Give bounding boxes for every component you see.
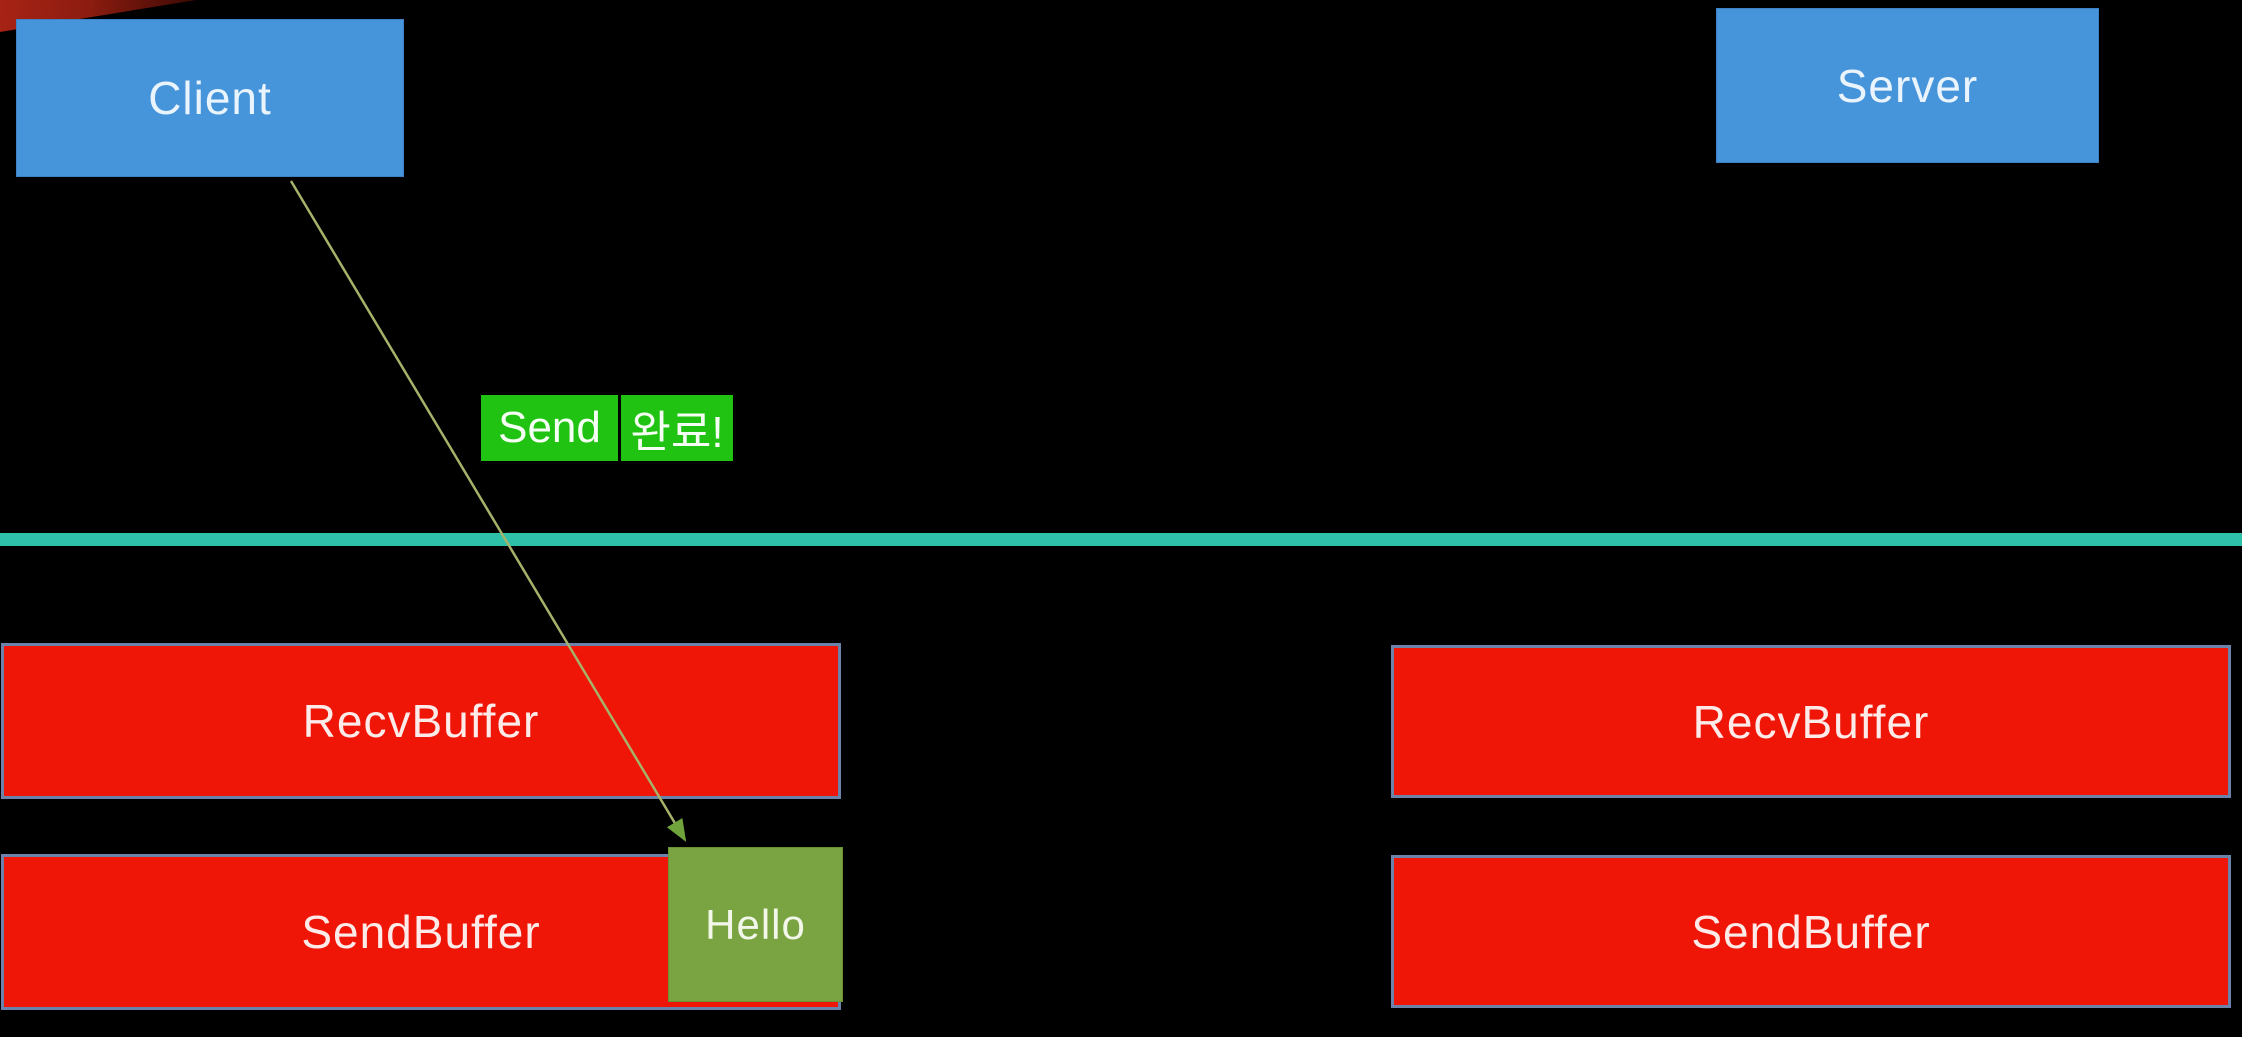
send-complete-badge: Send 완료! xyxy=(481,395,733,461)
client-recv-buffer-label: RecvBuffer xyxy=(302,695,540,747)
server-recv-buffer-label: RecvBuffer xyxy=(1692,695,1930,748)
send-complete-badge-korean-text: 완료! xyxy=(621,395,733,461)
server-send-buffer-label: SendBuffer xyxy=(1691,905,1931,958)
client-label: Client xyxy=(148,72,272,124)
hello-message-label: Hello xyxy=(705,900,806,948)
server-recv-buffer: RecvBuffer xyxy=(1391,645,2231,798)
client-recv-buffer: RecvBuffer xyxy=(1,643,841,799)
client-send-buffer-label: SendBuffer xyxy=(301,906,541,958)
server-label: Server xyxy=(1836,59,1979,112)
send-complete-badge-text: Send xyxy=(481,395,618,461)
server-send-buffer: SendBuffer xyxy=(1391,855,2231,1008)
hello-message-box: Hello xyxy=(668,847,843,1002)
network-divider-line xyxy=(0,533,2242,546)
server-box: Server xyxy=(1716,8,2099,163)
client-box: Client xyxy=(16,19,404,177)
